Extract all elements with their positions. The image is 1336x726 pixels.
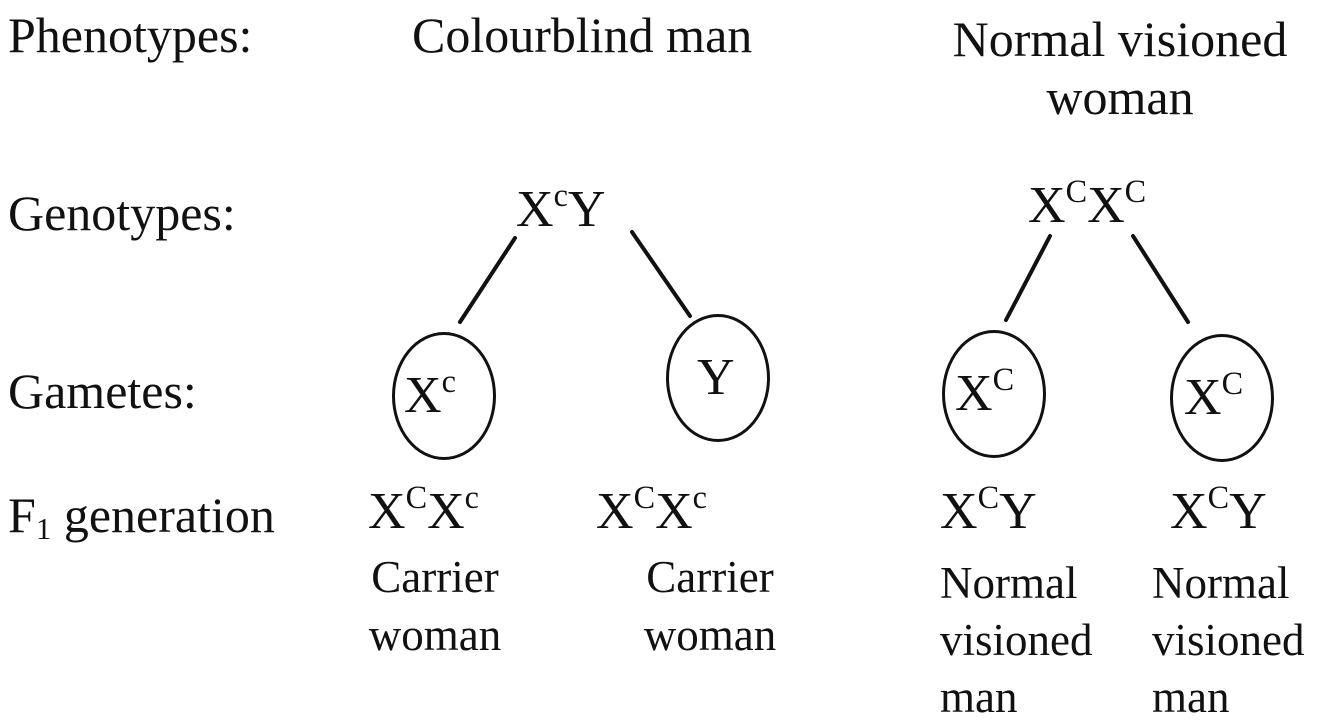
offspring-1-g1: X — [368, 483, 406, 540]
offspring-2-s2: c — [692, 479, 707, 516]
offspring-3-label-line1: Normal — [940, 558, 1078, 608]
female-genotype-x1: X — [1028, 177, 1066, 234]
male-genotype-y: Y — [567, 181, 606, 238]
offspring-2-label: Carrier woman — [620, 548, 800, 664]
female-genotype-x1-sup: C — [1065, 173, 1088, 210]
offspring-4-g1: X — [1170, 483, 1208, 540]
gamete-circle-3 — [942, 330, 1046, 458]
male-genotype-x-sup: c — [553, 177, 568, 214]
gamete-3-text: XC — [955, 363, 1014, 422]
male-phenotype: Colourblind man — [412, 7, 753, 63]
female-to-gamete-xc1-line — [1004, 234, 1052, 322]
offspring-1-s1: C — [405, 479, 428, 516]
gamete-2-text: Y — [697, 352, 735, 404]
gamete-1-text: Xc — [404, 365, 456, 424]
offspring-2-genotype: XCXc — [596, 481, 707, 540]
gamete-1-sup: c — [441, 363, 456, 400]
offspring-3-label: Normal visioned man — [940, 555, 1093, 726]
offspring-4-genotype: XCY — [1170, 481, 1267, 540]
offspring-3-label-line2: visioned — [940, 615, 1093, 665]
f1-letter: F — [8, 487, 36, 543]
gamete-4-base: X — [1184, 369, 1222, 426]
offspring-4-label-line1: Normal — [1152, 558, 1290, 608]
gamete-circle-2 — [666, 314, 770, 442]
offspring-3-s1: C — [977, 479, 1000, 516]
offspring-1-label-line2: woman — [368, 610, 502, 660]
f1-generation-label: F1 generation — [8, 487, 275, 544]
offspring-2-g2: X — [655, 483, 693, 540]
f1-subscript: 1 — [35, 510, 52, 546]
female-genotype: XCXC — [1028, 175, 1146, 234]
genotypes-label: Genotypes: — [8, 185, 236, 241]
offspring-3-genotype: XCY — [940, 481, 1037, 540]
male-to-gamete-xc-line — [458, 236, 517, 324]
gamete-4-sup: C — [1221, 365, 1244, 402]
gamete-2-base: Y — [697, 349, 735, 406]
male-to-gamete-y-line — [630, 230, 692, 318]
offspring-2-s1: C — [633, 479, 656, 516]
gamete-4-text: XC — [1184, 367, 1243, 426]
female-genotype-x2: X — [1087, 177, 1125, 234]
gamete-1-base: X — [404, 367, 442, 424]
offspring-1-label: Carrier woman — [345, 548, 525, 664]
gamete-circle-4 — [1170, 334, 1274, 462]
offspring-2-g1: X — [596, 483, 634, 540]
offspring-1-genotype: XCXc — [368, 481, 479, 540]
f1-generation-text: generation — [51, 487, 275, 543]
offspring-1-s2: c — [464, 479, 479, 516]
male-genotype: XcY — [516, 179, 606, 238]
offspring-2-label-line1: Carrier — [646, 552, 774, 602]
phenotypes-label: Phenotypes: — [8, 7, 253, 63]
female-genotype-x2-sup: C — [1124, 173, 1147, 210]
gamete-circle-1 — [392, 332, 496, 460]
offspring-3-g1: X — [940, 483, 978, 540]
gametes-label: Gametes: — [8, 363, 197, 419]
offspring-1-label-line1: Carrier — [371, 552, 499, 602]
offspring-4-label-line3: man — [1152, 672, 1230, 722]
offspring-4-label-line2: visioned — [1152, 615, 1305, 665]
female-phenotype-line2: woman — [1046, 69, 1194, 125]
female-to-gamete-xc2-line — [1131, 234, 1190, 324]
female-phenotype-line1: Normal visioned — [952, 11, 1288, 67]
offspring-3-g2: Y — [999, 483, 1037, 540]
offspring-4-g2: Y — [1229, 483, 1267, 540]
gamete-3-sup: C — [992, 361, 1015, 398]
male-genotype-x: X — [516, 181, 554, 238]
offspring-4-label: Normal visioned man — [1152, 555, 1305, 726]
female-phenotype: Normal visioned woman — [910, 10, 1330, 126]
offspring-4-s1: C — [1207, 479, 1230, 516]
offspring-2-label-line2: woman — [643, 610, 777, 660]
gamete-3-base: X — [955, 365, 993, 422]
offspring-3-label-line3: man — [940, 672, 1018, 722]
offspring-1-g2: X — [427, 483, 465, 540]
